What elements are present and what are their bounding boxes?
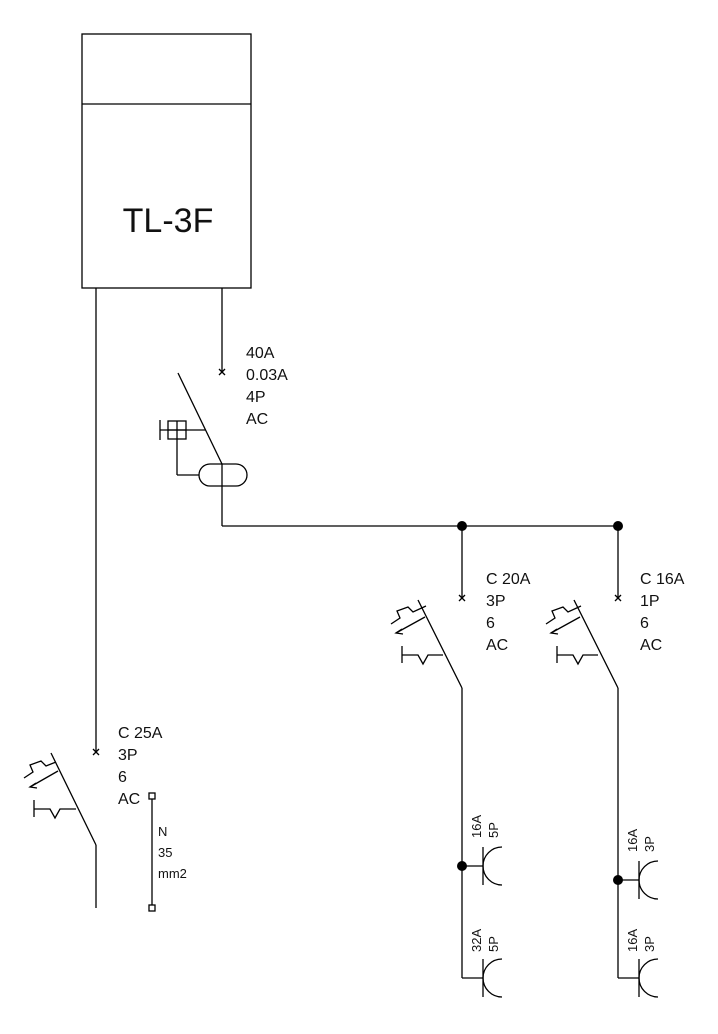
rcd-poles: 4P [246, 389, 266, 406]
socket-icon [638, 860, 659, 900]
socket-poles: 3P [642, 836, 657, 852]
socket-rating: 16A [625, 829, 640, 852]
breaker-poles: 3P [118, 747, 138, 764]
terminal-icon [148, 792, 156, 800]
breaker-type: AC [486, 637, 508, 654]
socket-outlet: 16A 5P [457, 815, 503, 886]
breaker-branch-2: C 16A 1P 6 AC [545, 526, 685, 979]
breaker-contact-blade [573, 599, 619, 689]
panel-label: TL-3F [123, 202, 214, 240]
neutral-size: 35 [158, 845, 172, 860]
socket-outlet: 16A 3P [613, 829, 659, 900]
socket-icon [482, 958, 503, 998]
thermal-trip-icon [545, 605, 582, 625]
socket-rating: 16A [625, 929, 640, 952]
socket-poles: 5P [486, 822, 501, 838]
breaker-poles: 3P [486, 593, 506, 610]
rcd-type: AC [246, 411, 268, 428]
breaker-rating: C 16A [640, 571, 685, 588]
socket-outlet: 16A 3P [625, 929, 659, 998]
rcd-symbol: 40A 0.03A 4P AC [159, 345, 288, 526]
neutral-label: N [158, 824, 167, 839]
neutral-unit: mm2 [158, 866, 187, 881]
breaker-main-left: C 25A 3P 6 AC [23, 725, 163, 908]
rcd-sensitivity: 0.03A [246, 367, 288, 384]
breaker-breaking-capacity: 6 [486, 615, 495, 632]
panel-box [81, 33, 252, 289]
rcd-toroid [198, 463, 248, 487]
neutral-bar: N 35 mm2 [148, 792, 187, 912]
breaker-rating: C 20A [486, 571, 531, 588]
socket-icon [638, 958, 659, 998]
socket-poles: 3P [642, 936, 657, 952]
breaker-contact-blade [50, 752, 97, 846]
thermal-trip-icon [390, 605, 427, 625]
breaker-contact-blade [417, 599, 463, 689]
breaker-breaking-capacity: 6 [640, 615, 649, 632]
breaker-poles: 1P [640, 593, 660, 610]
breaker-breaking-capacity: 6 [118, 769, 127, 786]
distribution-panel: TL-3F [81, 33, 252, 289]
thermal-trip-icon [23, 760, 57, 779]
socket-rating: 32A [469, 929, 484, 952]
rcd-rating: 40A [246, 345, 275, 362]
socket-icon [482, 846, 503, 886]
x-mark-icon [92, 748, 100, 756]
socket-poles: 5P [486, 936, 501, 952]
breaker-branch-1: C 20A 3P 6 AC [390, 526, 531, 979]
x-mark-icon [458, 594, 466, 602]
breaker-type: AC [640, 637, 662, 654]
breaker-rating: C 25A [118, 725, 163, 742]
x-mark-icon [614, 594, 622, 602]
socket-rating: 16A [469, 815, 484, 838]
socket-outlet: 32A 5P [469, 929, 503, 998]
x-mark-icon [218, 368, 226, 376]
terminal-icon [148, 904, 156, 912]
breaker-type: AC [118, 791, 140, 808]
rcd-contact-blade [177, 372, 223, 465]
